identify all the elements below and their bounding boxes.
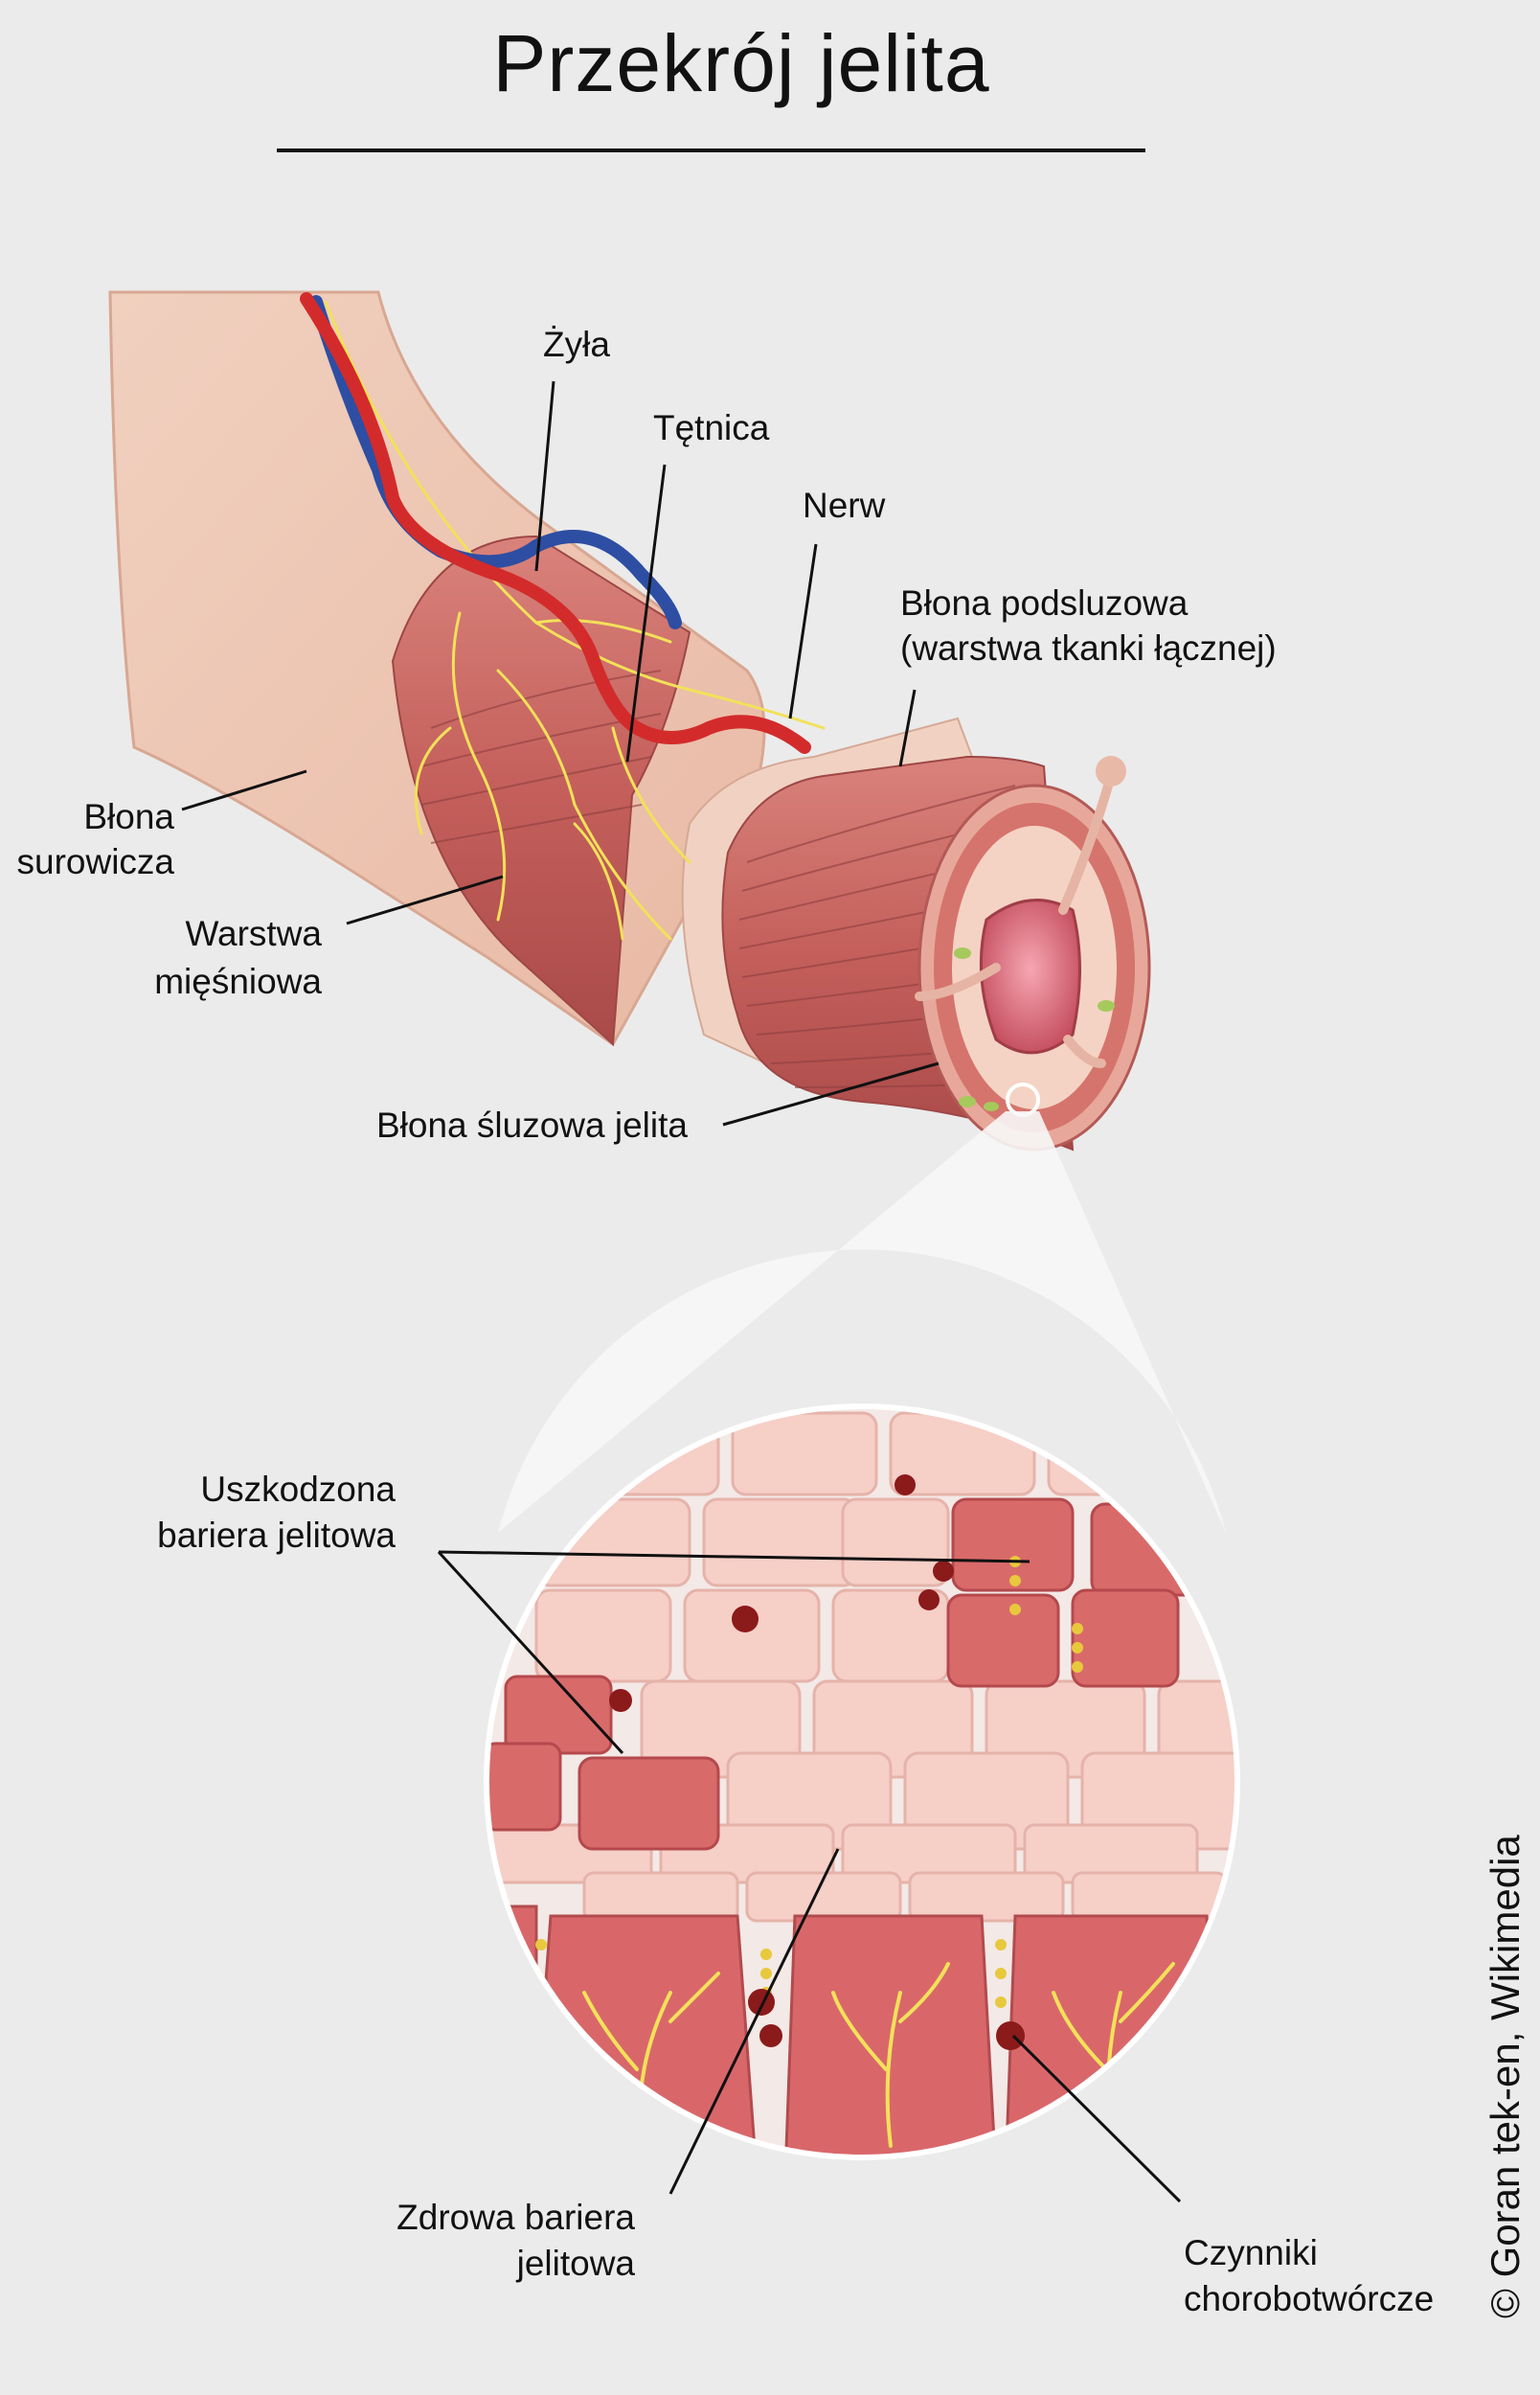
- nerves: [324, 300, 826, 941]
- label-submucosa-1: Błona podsluzowa: [900, 583, 1189, 623]
- leader-lines: [181, 380, 1182, 2203]
- label-healthy-barrier-1: Zdrowa bariera: [396, 2198, 635, 2237]
- label-muscle-2: mięśniowa: [154, 962, 322, 1001]
- title-underline: [277, 148, 1145, 152]
- label-mucosa: Błona śluzowa jelita: [376, 1106, 688, 1145]
- label-pathogens-1: Czynniki: [1184, 2233, 1318, 2272]
- label-serosa-2: surowicza: [16, 842, 175, 881]
- pathogens: [609, 1474, 1025, 2050]
- label-artery: Tętnica: [653, 408, 770, 447]
- zoom-cone: [498, 1111, 1226, 1533]
- zoom-circle-border: [484, 1403, 1240, 2160]
- label-damaged-barrier-1: Uszkodzona: [200, 1470, 396, 1509]
- intestine-tube: [108, 290, 1151, 1152]
- artery: [300, 292, 811, 754]
- label-submucosa-2: (warstwa tkanki łącznej): [900, 628, 1277, 668]
- label-pathogens-2: chorobotwórcze: [1184, 2279, 1435, 2318]
- label-serosa-1: Błona: [83, 797, 174, 836]
- label-damaged-barrier-2: bariera jelitowa: [157, 1516, 396, 1555]
- page-title: Przekrój jelita: [492, 18, 990, 108]
- label-nerve: Nerw: [803, 486, 886, 525]
- image-credit: © Goran tek-en, Wikimedia: [1483, 1835, 1528, 2318]
- label-muscle-1: Warstwa: [185, 914, 322, 953]
- label-vein: Żyła: [543, 325, 610, 364]
- lumen: [979, 899, 1081, 1055]
- label-healthy-barrier-2: jelitowa: [516, 2244, 635, 2283]
